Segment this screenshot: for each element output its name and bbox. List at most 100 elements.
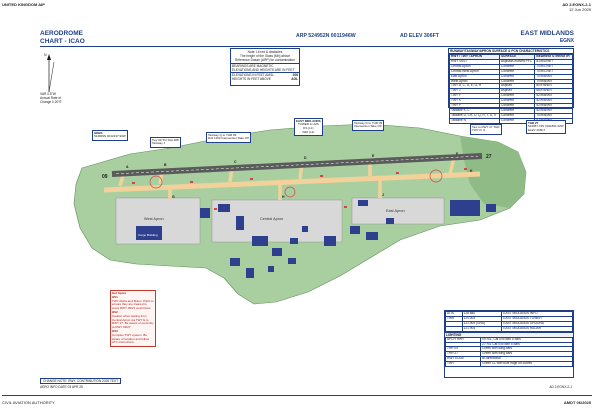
lighting-title: LIGHTING <box>445 331 573 337</box>
icao-code: EGNX <box>559 38 574 44</box>
east-taxiway-callout: Taxi to RWY 27 THR TWY F/ G <box>470 124 502 135</box>
heights-value: AGL <box>291 77 298 81</box>
terminal-buildings <box>136 200 496 278</box>
tower-callout: EAST MIDLANDS TOWER & LMS DS (L1) WDI (L… <box>294 118 323 137</box>
west-taxiway-callout: Twy 09 Thr Dist 288 Taxiway J <box>150 137 181 148</box>
svg-text:N: N <box>44 53 47 57</box>
frequency-cell: 121.905 <box>461 325 503 332</box>
hot-spot-3 <box>284 186 296 198</box>
west-apron-label: West Apron <box>144 217 164 221</box>
mid-right-callout: Taxiway D to THR 09 Intersection Take Of… <box>352 120 385 131</box>
hot-spot-id: HS2 <box>112 309 118 314</box>
twy-e-label: E <box>372 154 375 158</box>
lighting-cell: TWY <box>444 361 482 368</box>
threshold-09-callout: HDBS 524909N 0012237.90W <box>92 130 128 141</box>
tower-line1: EAST MIDLANDS <box>296 118 321 123</box>
west-taxiway-line2: Taxiway J <box>152 141 166 146</box>
frequency-cell <box>445 325 463 332</box>
chart-title-line2: CHART - ICAO <box>40 38 85 45</box>
hot-spot-text: Caution when taxiing from Central Apron … <box>112 313 154 330</box>
east-apron-label: East Apron <box>386 209 405 213</box>
twy-h-label: H <box>282 195 285 199</box>
hot-spot-2 <box>429 169 443 183</box>
surface-characteristics-table: RUNWAY/TAXIWAY/APRON SURFACE & PCN CHARA… <box>448 48 574 124</box>
thr27-elev: ELEV 266FT <box>528 128 546 133</box>
aero-info-date: AERO INFO DATE 03 APR 25 <box>40 385 83 389</box>
mid-right-line2: Intersection Take Off <box>354 124 382 129</box>
magnetic-variation: VAR 0.5°W <box>40 92 56 96</box>
runway-27-label: 27 <box>486 154 492 160</box>
surface-table-grid: RWY / TWY / APRON SURFACE BEARING STRENG… <box>448 54 573 124</box>
holding-point-markers <box>132 168 467 210</box>
twy-j-label: J <box>382 193 384 197</box>
thr09-coords: 524909N 0012237.90W <box>94 134 126 139</box>
surface-header-strength: BEARING STRENGTH <box>534 54 573 60</box>
thr27-title: THR 27 <box>528 120 539 125</box>
heights-label: HEIGHTS IN FEET ABOVE <box>232 77 271 81</box>
hot-spot-text: TWY Alpha and Bravo: Pilots to ensure th… <box>112 298 154 311</box>
footer-page-ref: AD 2.EGNX-2-1 <box>549 385 572 389</box>
central-apron-label: Central Apron <box>260 217 283 221</box>
authority-label: CIVIL AVIATION AUTHORITY <box>2 400 55 405</box>
elev-feet-label: ELEVATIONS IN FEET AMSL <box>232 73 274 77</box>
lighting-cell: Green CL with blue edge on curves <box>480 361 573 368</box>
west-taxiway-line1: Twy 09 Thr Dist 288 <box>152 137 179 142</box>
bearings-note: BEARINGS ARE MAGNETIC <box>232 64 274 68</box>
tower-line4: WDI (L2) <box>302 129 315 134</box>
threshold-27-callout: THR 27 524957.74N 0011831.02W ELEV 266FT <box>526 120 566 135</box>
thr09-title: HDBS <box>94 130 103 135</box>
page-reference: AD 2.EGNX-2-1 <box>562 2 591 7</box>
east-taxiway-line1: Taxi to RWY 27 THR <box>472 124 500 129</box>
parallel-taxiway <box>103 171 481 193</box>
arp-coordinates: ARP 524952N 0011946W <box>296 33 356 39</box>
hot-spot-text: Complex TWY system. Be aware of location… <box>112 332 150 345</box>
elevation-note: ELEVATIONS AND HEIGHTS ARE IN FEET <box>232 68 295 72</box>
note-line1: Note: Lit red & obstacles <box>247 50 283 54</box>
runway-centreline <box>115 155 479 175</box>
magnetic-north-indicator: N VAR 0.5°W Annual Rate of Change 0.20°E <box>40 52 68 104</box>
tower-line3: DS (L1) <box>303 126 314 131</box>
tower-line2: TOWER & LMS <box>297 122 319 127</box>
east-taxiway-line2: TWY F/ G <box>472 128 486 133</box>
surface-cell: Asphalt/Grooved PFC <box>499 58 536 65</box>
hot-spots-title: Hot Spots <box>112 291 127 295</box>
mid-left-callout: Taxiway Q to THR 09 Dist 1100 Intersecti… <box>206 132 251 143</box>
twy-a-label: A <box>126 165 129 169</box>
runway-09-label: 09 <box>102 174 108 180</box>
aerodrome-name: EAST MIDLANDS <box>520 30 574 37</box>
hot-spot-id: HS3 <box>112 328 118 333</box>
mid-right-line1: Taxiway D to THR 09 <box>354 120 383 125</box>
chart-title-line1: AERODROME <box>40 30 83 37</box>
twy-f-label: F <box>456 152 459 156</box>
surface-table-title: RUNWAY/TAXIWAY/APRON SURFACE & PCN CHARA… <box>449 49 573 54</box>
aerodrome-map: 09 27 A B C D E F G H J K <box>73 123 527 305</box>
footer-rule <box>2 395 592 396</box>
publication-date: 12 Jun 2025 <box>568 7 591 12</box>
thr27-coords: 524957.74N 0011831.02W <box>528 124 564 129</box>
elev-feet-value: 306 <box>292 73 298 77</box>
twy-g-label: G <box>172 195 175 199</box>
cargo-building-label: Cargo Building <box>138 233 158 237</box>
twy-b-label: B <box>164 163 167 167</box>
twy-d-label: D <box>304 156 307 160</box>
publisher-label: UNITED KINGDOM AIP <box>2 2 45 7</box>
hot-spot-1 <box>149 175 163 189</box>
header-rule <box>40 46 574 47</box>
change-note: CHANGE NOTE: RWY, CONTRIBUTION 2025 TEXT <box>40 378 122 384</box>
mid-left-line1: Taxiway Q to THR 09 <box>208 132 237 137</box>
aerodrome-elevation: AD ELEV 306FT <box>400 33 439 39</box>
note-line2: The height of the Glass (Mh) above <box>240 54 290 58</box>
annual-change: Annual Rate of Change 0.20°E <box>40 96 62 104</box>
twy-k-label: K <box>470 169 473 173</box>
hot-spot-id: HS1 <box>112 294 118 299</box>
central-apron-area <box>211 199 343 243</box>
twy-c-label: C <box>234 160 237 164</box>
mid-left-line2: Dist 1100 Intersection Take Off <box>208 136 249 141</box>
notes-box: Note: Lit red & obstacles The height of … <box>230 48 300 86</box>
